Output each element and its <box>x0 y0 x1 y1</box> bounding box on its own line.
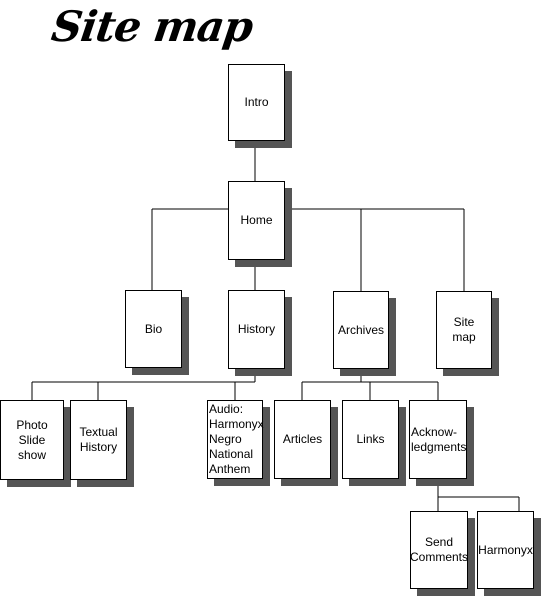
node-links[interactable]: Links <box>342 400 399 479</box>
node-photo-slide-show[interactable]: Photo Slide show <box>0 400 64 480</box>
node-site-map[interactable]: Site map <box>436 291 492 369</box>
node-textual-history[interactable]: Textual History <box>70 400 127 480</box>
node-archives[interactable]: Archives <box>333 291 389 369</box>
node-bio[interactable]: Bio <box>125 290 182 368</box>
node-acknowledgments[interactable]: Acknow- ledgments <box>409 400 467 479</box>
node-harmonyx[interactable]: Harmonyx <box>477 511 534 589</box>
node-home[interactable]: Home <box>228 181 285 260</box>
node-send-comments[interactable]: Send Comments <box>410 511 468 589</box>
node-articles[interactable]: Articles <box>274 400 331 479</box>
node-audio-anthem[interactable]: Audio: Harmonyx Negro National Anthem <box>207 400 264 479</box>
node-intro[interactable]: Intro <box>228 64 285 141</box>
node-history[interactable]: History <box>228 290 285 369</box>
